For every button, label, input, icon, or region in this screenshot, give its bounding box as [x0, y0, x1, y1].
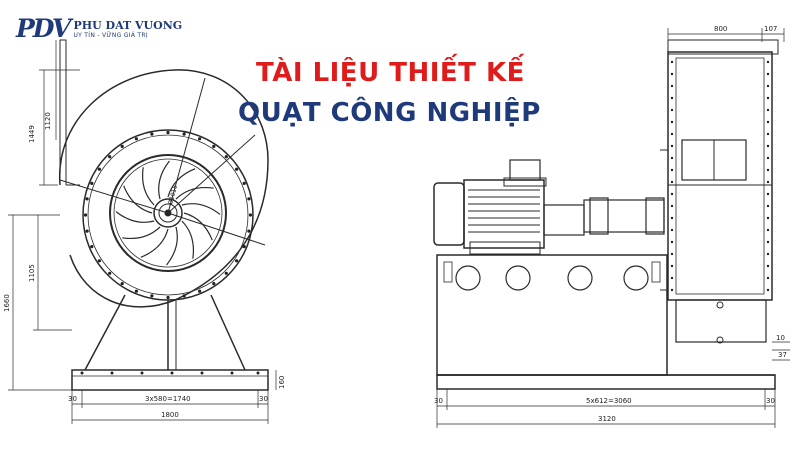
dim-10: 10 [776, 334, 785, 342]
title-line-1: TÀI LIỆU THIẾT KẾ [256, 58, 525, 88]
dim-side-30-right: 30 [766, 397, 775, 405]
logo-slogan: UY TÍN - VỮNG GIÁ TRỊ [73, 32, 148, 39]
dim-total-width: 1800 [161, 411, 179, 419]
dim-37: 37 [778, 351, 787, 359]
dim-1449: 1449 [28, 125, 36, 143]
dim-30-left: 30 [68, 395, 77, 403]
side-view-drawing [433, 28, 790, 428]
logo-mark: PDV [16, 14, 71, 43]
title-line-2: QUẠT CÔNG NGHIỆP [238, 98, 541, 128]
dim-center: Ø1018 [167, 184, 179, 205]
dim-side-30-left: 30 [434, 397, 443, 405]
dim-107: 107 [764, 25, 777, 33]
dim-bottom-spans: 3x580=1740 [145, 395, 191, 403]
dim-side-total-width: 3120 [598, 415, 616, 423]
logo-company-name: PHU DAT VUONG [73, 19, 183, 32]
dim-1105: 1105 [28, 264, 36, 282]
front-view-drawing [8, 39, 277, 424]
dim-800: 800 [714, 25, 727, 33]
dim-side-spans: 5x612=3060 [586, 397, 632, 405]
company-logo: PDV PHU DAT VUONG UY TÍN - VỮNG GIÁ TRỊ [16, 16, 182, 42]
flange-bolts [83, 130, 253, 300]
housing-bolts [670, 60, 770, 292]
dim-1120: 1120 [44, 112, 52, 130]
dim-30-right: 30 [259, 395, 268, 403]
logo-text: PHU DAT VUONG UY TÍN - VỮNG GIÁ TRỊ [73, 20, 182, 40]
dim-1660: 1660 [3, 294, 11, 312]
dim-160: 160 [278, 376, 286, 389]
